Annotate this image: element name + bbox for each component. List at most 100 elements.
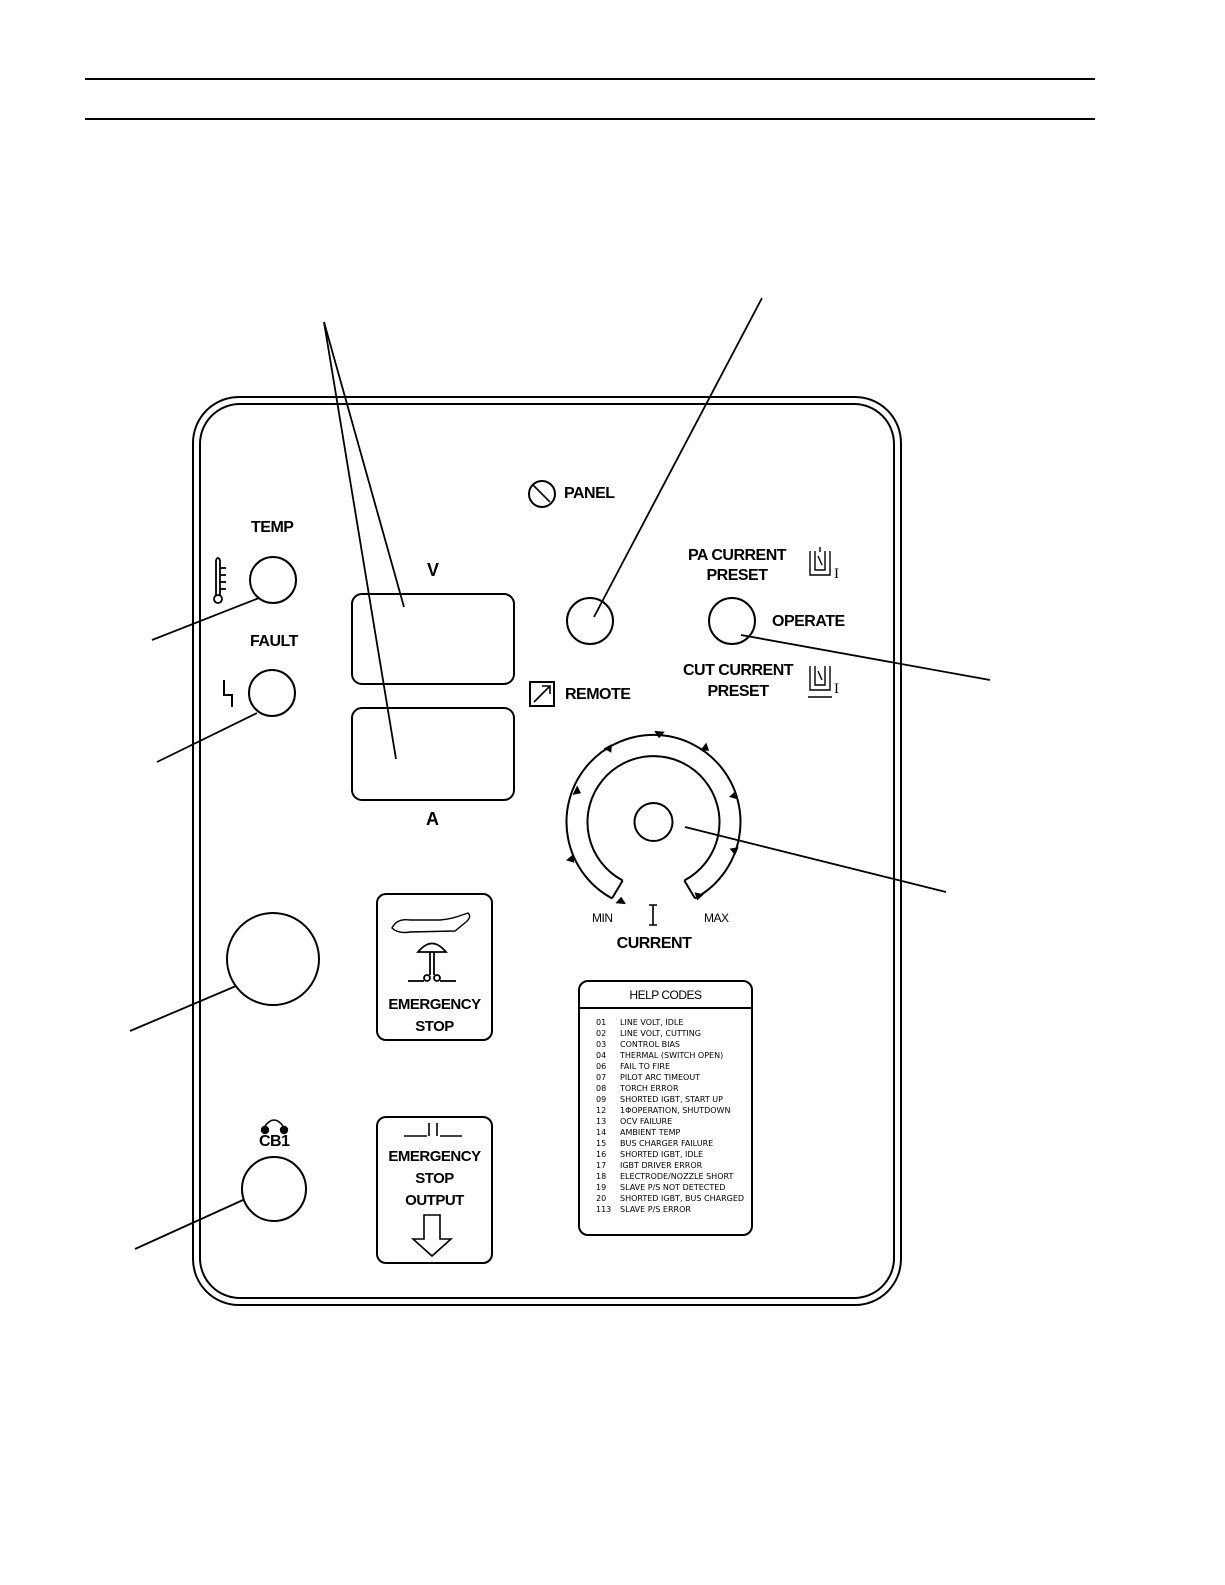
callout-line-switch — [593, 297, 763, 618]
cb1-reset-button — [241, 1156, 307, 1222]
help-code-row: 16 SHORTED IGBT, IDLE — [596, 1149, 756, 1160]
current-dial-inner-scale — [586, 755, 721, 882]
emergency-stop-box — [376, 893, 493, 1041]
current-dial-outer-scale — [565, 733, 742, 900]
cut-current-symbol: I — [834, 681, 839, 697]
temp-label: TEMP — [251, 519, 294, 536]
min-label: MIN — [592, 911, 613, 925]
help-code-description: ELECTRODE/NOZZLE SHORT — [620, 1172, 734, 1181]
emergency-stop-output-box — [376, 1116, 493, 1264]
help-code-number: 08 — [596, 1084, 607, 1093]
help-code-number: 06 — [596, 1062, 607, 1071]
current-symbol-icon — [649, 904, 657, 926]
help-code-number: 19 — [596, 1183, 607, 1192]
fault-label: FAULT — [250, 633, 298, 650]
callout-line-main-switch — [129, 985, 237, 1032]
help-code-number: 04 — [596, 1051, 607, 1060]
help-code-row: 20 SHORTED IGBT, BUS CHARGED — [596, 1193, 756, 1204]
help-code-description: CONTROL BIAS — [620, 1040, 681, 1049]
help-code-description: FAIL TO FIRE — [620, 1062, 670, 1071]
callout-line-cb1 — [134, 1199, 244, 1250]
help-code-row: 02 LINE VOLT, CUTTING — [596, 1028, 756, 1039]
preset-operate-switch — [708, 597, 756, 645]
help-code-description: SHORTED IGBT, IDLE — [620, 1150, 704, 1159]
pa-current-preset-label-line2: PRESET — [706, 567, 768, 584]
remote-label: REMOTE — [565, 686, 631, 703]
help-codes-box — [578, 980, 753, 1236]
help-code-number: 07 — [596, 1073, 607, 1082]
pa-current-symbol: I — [834, 566, 839, 582]
help-code-row: 18 ELECTRODE/NOZZLE SHORT — [596, 1171, 756, 1182]
callout-line-knob — [684, 826, 947, 893]
callout-line-preset — [740, 634, 991, 681]
help-code-description: LINE VOLT, CUTTING — [620, 1029, 701, 1038]
cut-current-preset-icon — [808, 666, 832, 698]
help-code-description: LINE VOLT, IDLE — [620, 1018, 684, 1027]
help-codes-title: HELP CODES — [629, 988, 702, 1002]
current-label: CURRENT — [616, 935, 692, 952]
help-code-description: PILOT ARC TIMEOUT — [620, 1073, 701, 1082]
panel-outer-border — [192, 396, 902, 1306]
help-code-description: AMBIENT TEMP — [620, 1128, 681, 1137]
voltage-display — [351, 593, 515, 685]
help-code-number: 09 — [596, 1095, 607, 1104]
help-code-description: OCV FAILURE — [620, 1117, 673, 1126]
callout-line-temp — [151, 597, 260, 641]
help-code-description: TORCH ERROR — [620, 1084, 679, 1093]
help-code-number: 03 — [596, 1040, 607, 1049]
amperage-display — [351, 707, 515, 801]
help-code-row: 07 PILOT ARC TIMEOUT — [596, 1072, 756, 1083]
panel-remote-switch — [566, 597, 614, 645]
temp-indicator-lamp — [249, 556, 297, 604]
help-code-description: BUS CHARGER FAILURE — [620, 1139, 714, 1148]
current-control-knob — [633, 802, 674, 842]
panel-label: PANEL — [564, 485, 615, 502]
contact-switch-icon — [404, 1123, 462, 1137]
pa-current-preset-label-line1: PA CURRENT — [687, 547, 787, 564]
help-code-row: 04 THERMAL (SWITCH OPEN) — [596, 1050, 756, 1061]
help-code-row: 03 CONTROL BIAS — [596, 1039, 756, 1050]
help-code-number: 01 — [596, 1018, 607, 1027]
current-dial-tick-marks — [566, 730, 739, 905]
help-code-description: IGBT DRIVER ERROR — [620, 1161, 703, 1170]
callout-line-displays-to-v — [323, 321, 405, 608]
help-code-number: 16 — [596, 1150, 607, 1159]
remote-mode-icon — [529, 681, 555, 707]
help-code-row: 01 LINE VOLT, IDLE — [596, 1017, 756, 1028]
help-code-description: SHORTED IGBT, START UP — [620, 1095, 723, 1104]
panel-inner-border — [199, 403, 895, 1299]
cut-current-preset-label-line2: PRESET — [707, 683, 769, 700]
help-code-number: 20 — [596, 1194, 607, 1203]
mushroom-button-icon — [408, 942, 456, 982]
help-code-description: THERMAL (SWITCH OPEN) — [620, 1051, 724, 1060]
help-code-number: 18 — [596, 1172, 607, 1181]
cb1-label: CB1 — [259, 1133, 290, 1150]
panel-mode-icon — [528, 480, 556, 508]
emergency-stop-output-label-line2: STOP — [415, 1170, 454, 1187]
help-code-number: 02 — [596, 1029, 607, 1038]
help-code-number: 12 — [596, 1106, 607, 1115]
help-code-description: SHORTED IGBT, BUS CHARGED — [620, 1194, 745, 1203]
volts-label: V — [427, 560, 439, 580]
help-code-description: SLAVE P/S ERROR — [620, 1205, 691, 1214]
emergency-stop-label-line1: EMERGENCY — [388, 996, 481, 1013]
main-power-switch — [226, 912, 320, 1006]
down-arrow-icon — [410, 1214, 454, 1258]
fault-icon — [223, 680, 233, 707]
emergency-stop-output-label-line1: EMERGENCY — [388, 1148, 481, 1165]
help-codes-list: 01 LINE VOLT, IDLE 02 LINE VOLT, CUTTING 03 C… — [596, 1017, 756, 1215]
pa-current-preset-icon — [809, 547, 831, 576]
help-code-row: 13 OCV FAILURE — [596, 1116, 756, 1127]
help-code-number: 13 — [596, 1117, 607, 1126]
emergency-stop-output-label-line3: OUTPUT — [405, 1192, 464, 1209]
max-label: MAX — [704, 911, 729, 925]
cb1-breaker-icon — [264, 1119, 284, 1127]
